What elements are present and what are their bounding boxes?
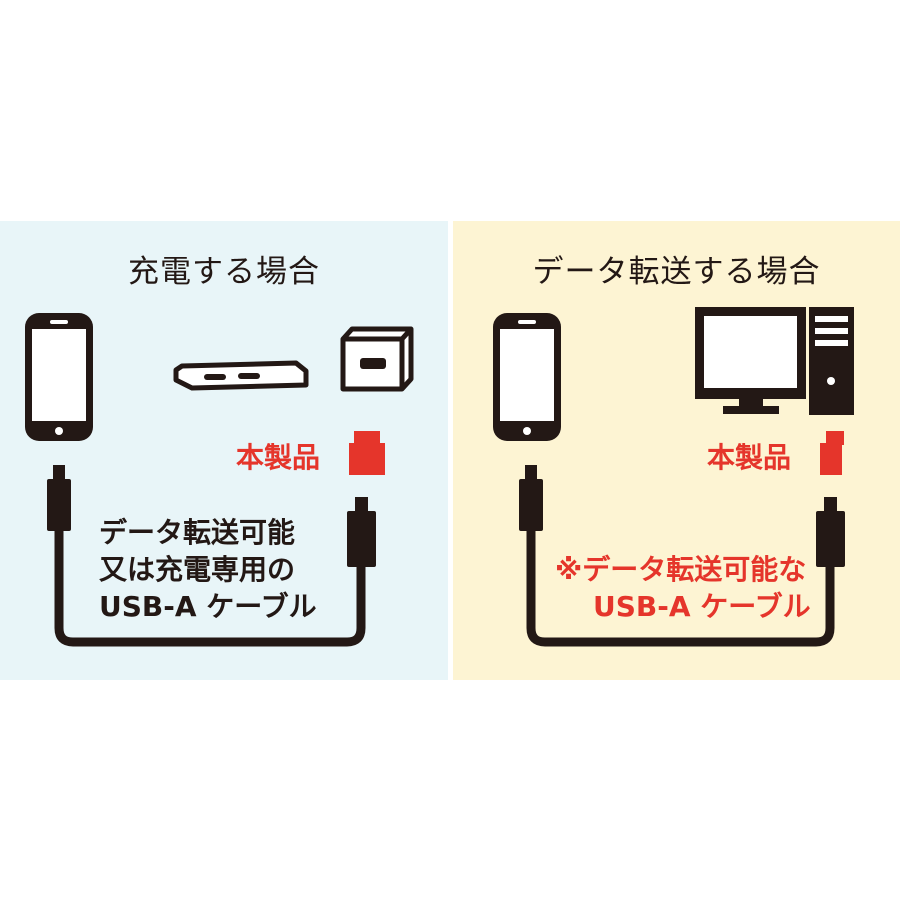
smartphone-icon (25, 313, 93, 441)
data-transfer-illustration (493, 307, 854, 647)
data-transfer-cable-label-line-2: USB-A ケーブル (593, 590, 811, 623)
charging-cable-label-line-2: 又は充電専用の (99, 553, 296, 586)
pc-tower-icon (809, 307, 854, 415)
data-transfer-cable-label-line-1: ※データ転送可能な (555, 553, 807, 586)
data-transfer-panel: データ転送する場合 (453, 221, 900, 680)
smartphone-icon (493, 313, 561, 441)
data-transfer-product-label: 本製品 (707, 441, 792, 474)
usb-cable-icon (519, 465, 845, 647)
charging-product-label: 本製品 (236, 441, 321, 474)
adapter-icon (820, 431, 844, 475)
monitor-icon (695, 307, 806, 414)
data-transfer-title: データ転送する場合 (532, 254, 821, 290)
adapter-icon (349, 431, 385, 475)
charging-panel: 充電する場合 (0, 221, 448, 680)
usb-hub-icon (173, 360, 309, 391)
usb-charger-icon (340, 326, 414, 392)
charging-cable-label-line-1: データ転送可能 (99, 516, 296, 549)
charging-cable-label-line-3: USB-A ケーブル (99, 590, 317, 623)
charging-title: 充電する場合 (128, 254, 320, 290)
charging-illustration (25, 313, 414, 647)
usb-cable-icon (47, 465, 376, 647)
